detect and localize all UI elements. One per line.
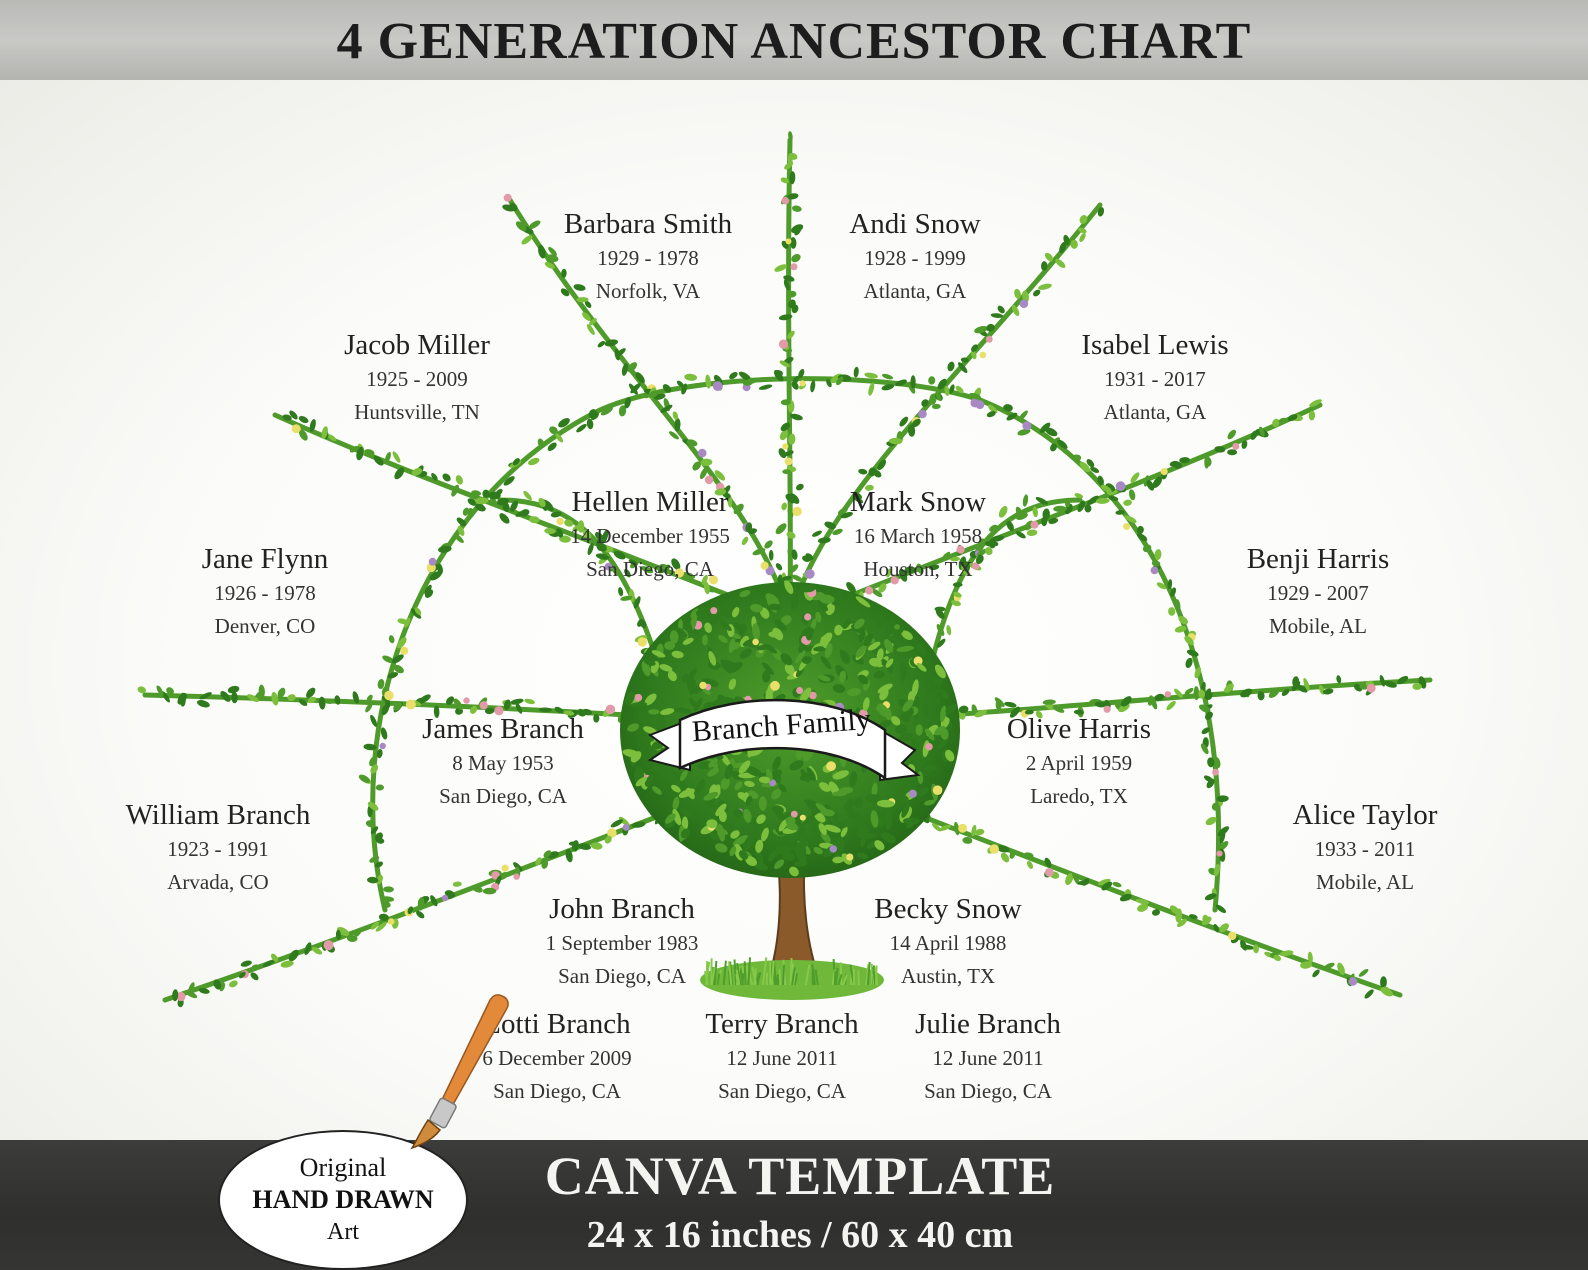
person-place: Laredo, TX (1030, 784, 1128, 808)
person-alice-taylor: Alice Taylor 1933 - 2011 Mobile, AL (1235, 797, 1495, 899)
person-place: Mobile, AL (1316, 870, 1414, 894)
person-place: San Diego, CA (558, 964, 686, 988)
family-ribbon: Branch Family (647, 698, 921, 782)
person-dates: 1931 - 2017 (1104, 367, 1206, 391)
person-name: Benji Harris (1246, 543, 1390, 575)
person-dates: 1923 - 1991 (167, 837, 269, 861)
person-name: Becky Snow (874, 893, 1022, 925)
person-dates: 1 September 1983 (545, 931, 699, 955)
person-dates: 1928 - 1999 (864, 246, 966, 270)
person-jacob-miller: Jacob Miller 1925 - 2009 Huntsville, TN (287, 327, 547, 429)
size-label: 24 x 16 inches / 60 x 40 cm (586, 1214, 1014, 1256)
person-isabel-lewis: Isabel Lewis 1931 - 2017 Atlanta, GA (1025, 327, 1285, 429)
person-hellen-miller: Hellen Miller 14 December 1955 San Diego… (520, 484, 780, 586)
person-place: Mobile, AL (1269, 614, 1367, 638)
person-name: Alice Taylor (1292, 799, 1438, 831)
person-olive-harris: Olive Harris 2 April 1959 Laredo, TX (949, 711, 1209, 813)
person-place: San Diego, CA (718, 1079, 846, 1103)
person-dates: 1933 - 2011 (1314, 837, 1416, 861)
person-place: Houston, TX (863, 557, 973, 581)
person-dates: 8 May 1953 (452, 751, 554, 775)
person-dates: 1926 - 1978 (214, 581, 316, 605)
person-name: Barbara Smith (563, 208, 733, 240)
person-barbara-smith: Barbara Smith 1929 - 1978 Norfolk, VA (518, 206, 778, 308)
grass-blades (703, 957, 879, 986)
person-name: Isabel Lewis (1081, 329, 1229, 361)
person-dates: 12 June 2011 (932, 1046, 1044, 1070)
person-place: Huntsville, TN (354, 400, 480, 424)
person-name: James Branch (422, 713, 584, 745)
person-place: Arvada, CO (167, 870, 269, 894)
person-place: Atlanta, GA (863, 279, 967, 303)
chart-title: 4 GENERATION ANCESTOR CHART (336, 12, 1252, 70)
person-place: Denver, CO (214, 614, 316, 638)
person-dates: 1929 - 2007 (1267, 581, 1369, 605)
person-benji-harris: Benji Harris 1929 - 2007 Mobile, AL (1188, 541, 1448, 643)
person-name: Andi Snow (849, 208, 981, 240)
person-dates: 2 April 1959 (1025, 751, 1133, 775)
person-name: Hellen Miller (571, 486, 729, 518)
person-andi-snow: Andi Snow 1928 - 1999 Atlanta, GA (785, 206, 1045, 308)
person-lotti-branch: Lotti Branch 6 December 2009 San Diego, … (427, 1006, 687, 1108)
hand-drawn-badge: Original HAND DRAWN Art (218, 1130, 468, 1270)
product-label: CANVA TEMPLATE (544, 1146, 1056, 1206)
person-name: Olive Harris (1006, 713, 1152, 745)
top-banner: 4 GENERATION ANCESTOR CHART (0, 0, 1588, 80)
person-name: Julie Branch (915, 1008, 1061, 1040)
person-becky-snow: Becky Snow 14 April 1988 Austin, TX (818, 891, 1078, 993)
person-dates: 6 December 2009 (482, 1046, 632, 1070)
person-name: Terry Branch (705, 1008, 859, 1040)
person-name: Lotti Branch (483, 1008, 631, 1040)
person-mark-snow: Mark Snow 16 March 1958 Houston, TX (788, 484, 1048, 586)
person-place: San Diego, CA (586, 557, 714, 581)
person-john-branch: John Branch 1 September 1983 San Diego, … (492, 891, 752, 993)
person-dates: 14 April 1988 (889, 931, 1007, 955)
paintbrush-icon (410, 994, 509, 1150)
person-dates: 1925 - 2009 (366, 367, 468, 391)
person-place: San Diego, CA (493, 1079, 621, 1103)
badge-line-3: Art (327, 1219, 359, 1245)
person-place: San Diego, CA (439, 784, 567, 808)
person-dates: 16 March 1958 (853, 524, 983, 548)
vine-leaves (137, 131, 1427, 1008)
person-dates: 12 June 2011 (726, 1046, 838, 1070)
person-place: San Diego, CA (924, 1079, 1052, 1103)
person-dates: 14 December 1955 (570, 524, 730, 548)
person-julie-branch: Julie Branch 12 June 2011 San Diego, CA (858, 1006, 1118, 1108)
person-james-branch: James Branch 8 May 1953 San Diego, CA (373, 711, 633, 813)
badge-line-2: HAND DRAWN (252, 1185, 434, 1214)
person-name: John Branch (549, 893, 695, 925)
person-terry-branch: Terry Branch 12 June 2011 San Diego, CA (652, 1006, 912, 1108)
person-name: Jane Flynn (201, 543, 329, 575)
badge-line-1: Original (299, 1153, 387, 1182)
person-name: William Branch (125, 799, 311, 831)
vine-diagram: Branch Family (137, 131, 1433, 1008)
person-place: Austin, TX (900, 964, 996, 988)
person-name: Mark Snow (849, 486, 987, 518)
person-name: Jacob Miller (344, 329, 490, 361)
person-william-branch: William Branch 1923 - 1991 Arvada, CO (88, 797, 348, 899)
person-place: Atlanta, GA (1103, 400, 1207, 424)
person-jane-flynn: Jane Flynn 1926 - 1978 Denver, CO (135, 541, 395, 643)
person-place: Norfolk, VA (595, 279, 701, 303)
chart-canvas: Branch Family Barbara Smith 1929 - 1978 … (0, 80, 1588, 1140)
person-dates: 1929 - 1978 (597, 246, 699, 270)
